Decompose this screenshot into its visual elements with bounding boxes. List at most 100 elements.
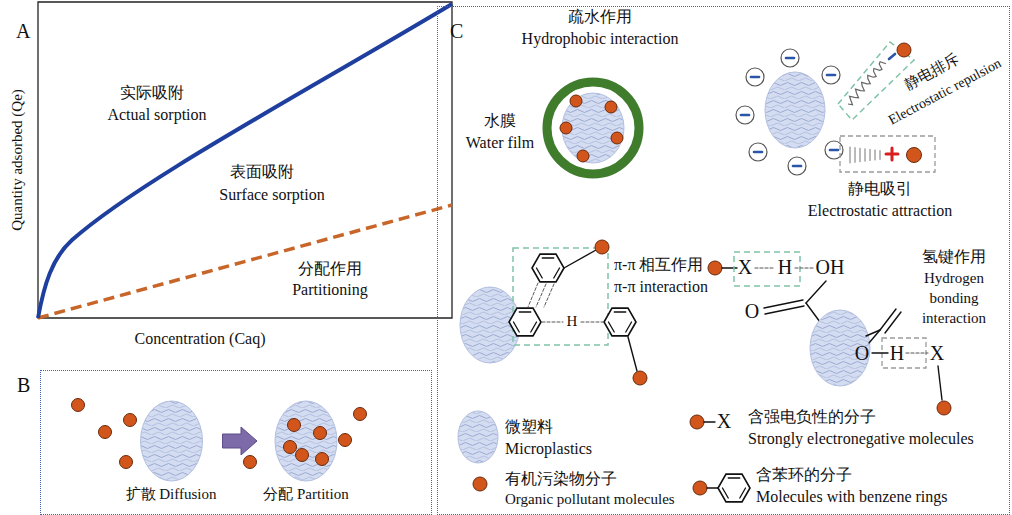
- step-label: 分配 Partition: [260, 485, 352, 503]
- charge-circle: [788, 157, 806, 175]
- label-text: Hydrophobic interaction: [522, 30, 679, 48]
- dashed-frame: [840, 136, 935, 172]
- bond-line: [564, 250, 596, 268]
- label-text: bonding: [929, 290, 978, 307]
- label-text: Partitioning: [292, 281, 368, 299]
- label-text: H: [778, 256, 792, 279]
- hydrogen-bond: [755, 267, 775, 268]
- negative-charge: [827, 74, 835, 77]
- field-line: [855, 148, 856, 163]
- microplastic: [275, 401, 337, 481]
- stacking-line: [528, 283, 538, 307]
- step-label: 扩散 Diffusion: [123, 485, 220, 503]
- charge-circle: [822, 66, 840, 84]
- panel-letter: B: [17, 375, 30, 395]
- pollutant-molecule: [314, 427, 327, 440]
- label-text: 疏水作用: [568, 8, 632, 26]
- double-bond: [542, 257, 554, 258]
- pollutant-molecule: [473, 477, 487, 491]
- field-line: [865, 149, 866, 161]
- double-bond: [728, 477, 740, 478]
- negative-charge: [751, 76, 759, 79]
- double-bond: [740, 488, 746, 498]
- legend-text: 含苯环的分子: [756, 466, 852, 484]
- bond-line: [704, 421, 715, 422]
- dashed-frame: [734, 252, 800, 286]
- partitioning-line: [38, 205, 452, 318]
- label-text: interaction: [922, 310, 986, 327]
- double-bond: [536, 268, 542, 278]
- microplastic: [458, 411, 498, 463]
- bond-line: [707, 487, 718, 488]
- pollutant-molecule: [595, 240, 609, 254]
- double-bond: [513, 322, 519, 332]
- label-text: 水膜: [484, 112, 516, 130]
- panel-frame: B扩散 Diffusion分配 Partition: [40, 370, 432, 515]
- pollutant-molecule: [708, 261, 722, 275]
- double-bond: [614, 311, 626, 312]
- pollutant-molecule: [284, 441, 297, 454]
- positive-charge: [891, 148, 894, 160]
- label-text: π-π 相互作用: [614, 256, 703, 274]
- label-text: 氢键作用: [922, 248, 986, 266]
- microplastic: [765, 72, 825, 148]
- bond-line: [806, 303, 820, 322]
- legend-text: 含强电负性的分子: [748, 408, 876, 426]
- process-arrow: [223, 427, 258, 455]
- pollutant-molecule: [560, 122, 572, 134]
- bond-line: [885, 312, 901, 333]
- double-bond: [626, 322, 632, 332]
- plot-frame: [38, 2, 452, 318]
- label-text: X: [738, 256, 752, 279]
- panel-letter: C: [450, 21, 463, 41]
- label-text: π-π interaction: [614, 278, 708, 296]
- label-text: X: [930, 342, 944, 365]
- legend-text: 微塑料: [505, 418, 553, 436]
- bond-line: [938, 366, 942, 400]
- bond-line: [872, 352, 888, 353]
- legend-text: Microplastics: [505, 440, 592, 458]
- microplastic: [810, 310, 870, 386]
- charge-circle: [781, 49, 799, 67]
- bond-line: [869, 330, 880, 343]
- pollutant-molecule: [339, 434, 352, 447]
- benzene-ring: [509, 308, 541, 336]
- double-bond: [722, 488, 728, 498]
- particle-shape: [123, 399, 220, 483]
- pollutant-molecule: [577, 150, 589, 162]
- hydrogen-bond: [906, 352, 928, 353]
- pollutant-molecule: [907, 148, 922, 163]
- pollutant-molecule: [570, 95, 582, 107]
- microplastic-particle: 分配 Partition: [260, 399, 352, 503]
- field-line: [860, 148, 861, 162]
- stacking-line: [536, 284, 546, 307]
- sorption-curve: [38, 4, 452, 318]
- label-text: Water film: [466, 134, 534, 152]
- pollutant-molecule: [316, 453, 329, 466]
- stacking-line: [542, 322, 563, 323]
- label-text: Electrostatic attraction: [808, 202, 952, 220]
- label-text: Quantity adsorbed (Qe): [9, 89, 26, 231]
- negative-charge: [741, 114, 749, 117]
- benzene-ring: [604, 308, 636, 336]
- pollutant-molecule: [288, 419, 301, 432]
- pollutant-molecule: [124, 414, 137, 427]
- field-line: [875, 150, 876, 160]
- pollutant-molecule: [611, 132, 623, 144]
- label-text: 表面吸附: [230, 163, 294, 181]
- negative-charge: [830, 149, 838, 152]
- bond-line: [806, 281, 826, 303]
- label-text: Surface sorption: [219, 186, 324, 204]
- pollutant-molecule: [693, 481, 707, 495]
- legend-text: Molecules with benzene rings: [756, 488, 948, 506]
- label-text: 分配作用: [298, 260, 362, 278]
- negative-charge: [889, 54, 895, 59]
- label-text: O: [745, 300, 759, 323]
- pollutant-molecule: [897, 43, 911, 57]
- bond-line: [880, 309, 896, 330]
- label-text: A: [16, 20, 30, 43]
- pollutant-molecule: [690, 415, 704, 429]
- pollutant-molecule: [72, 399, 85, 412]
- charge-circle: [746, 68, 764, 86]
